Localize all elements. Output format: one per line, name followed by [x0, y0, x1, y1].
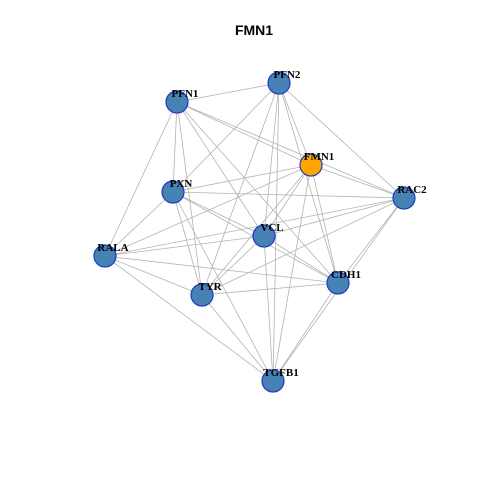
edge-rala-tgfb1 [104, 255, 274, 382]
node-tyr[interactable] [190, 283, 214, 307]
edge-fmn1-rala [104, 164, 312, 257]
edge-vcl-cdh1 [263, 235, 339, 284]
edge-pfn1-vcl [176, 101, 265, 237]
edge-pfn2-vcl [263, 82, 280, 237]
node-rac2[interactable] [392, 186, 416, 210]
edge-vcl-tgfb1 [263, 235, 274, 382]
edge-layer [104, 82, 405, 382]
node-pfn2[interactable] [267, 71, 291, 95]
node-vcl[interactable] [252, 224, 276, 248]
edge-pfn1-cdh1 [176, 101, 339, 284]
node-layer [93, 71, 416, 393]
edge-rac2-vcl [263, 197, 405, 237]
edge-rala-cdh1 [104, 255, 339, 284]
edge-vcl-tyr [201, 235, 265, 296]
edge-pxn-rac2 [172, 191, 405, 199]
edge-fmn1-rac2 [310, 164, 405, 199]
edge-pfn1-tyr [176, 101, 203, 296]
node-cdh1[interactable] [326, 271, 350, 295]
edge-fmn1-cdh1 [310, 164, 339, 284]
edge-pxn-tyr [172, 191, 203, 296]
node-tgfb1[interactable] [261, 369, 285, 393]
edge-pxn-vcl [172, 191, 265, 237]
node-fmn1[interactable] [299, 153, 323, 177]
edge-tyr-tgfb1 [201, 294, 274, 382]
edge-rala-tyr [104, 255, 203, 296]
edge-fmn1-tgfb1 [272, 164, 312, 382]
edge-pfn2-pxn [172, 82, 280, 193]
node-pfn1[interactable] [165, 90, 189, 114]
edge-cdh1-tgfb1 [272, 282, 339, 382]
edge-pfn1-pfn2 [176, 82, 280, 103]
node-label-cdh1: CDH1 [331, 269, 361, 281]
edge-pfn1-rala [104, 101, 178, 257]
node-label-rac2: RAC2 [397, 184, 427, 196]
edge-fmn1-vcl [263, 164, 312, 237]
node-label-tyr: TYR [198, 281, 222, 293]
edge-pxn-tgfb1 [172, 191, 274, 382]
node-label-rala: RALA [97, 242, 128, 254]
edge-vcl-rala [104, 235, 265, 257]
node-rala[interactable] [93, 244, 117, 268]
node-label-tgfb1: TGFB1 [263, 367, 298, 379]
edge-pfn2-tyr [201, 82, 280, 296]
edge-rac2-cdh1 [337, 197, 405, 284]
edge-rac2-tyr [201, 197, 405, 296]
graph-title: FMN1 [235, 22, 273, 38]
node-label-pxn: PXN [170, 178, 193, 190]
node-label-pfn1: PFN1 [172, 88, 199, 100]
edge-pfn1-rac2 [176, 101, 405, 199]
edge-fmn1-pxn [172, 164, 312, 193]
edge-cdh1-tyr [201, 282, 339, 296]
edge-pfn2-rac2 [278, 82, 405, 199]
node-label-vcl: VCL [260, 222, 283, 234]
edge-pfn2-tgfb1 [272, 82, 280, 382]
edge-pfn2-cdh1 [278, 82, 339, 284]
node-pxn[interactable] [161, 180, 185, 204]
edge-rac2-rala [104, 197, 405, 257]
edge-pfn1-fmn1 [176, 101, 312, 166]
edge-pfn1-pxn [172, 101, 178, 193]
node-label-fmn1: FMN1 [304, 151, 335, 163]
edge-pfn2-fmn1 [278, 82, 312, 166]
node-label-pfn2: PFN2 [274, 69, 301, 81]
edge-pxn-rala [104, 191, 174, 257]
